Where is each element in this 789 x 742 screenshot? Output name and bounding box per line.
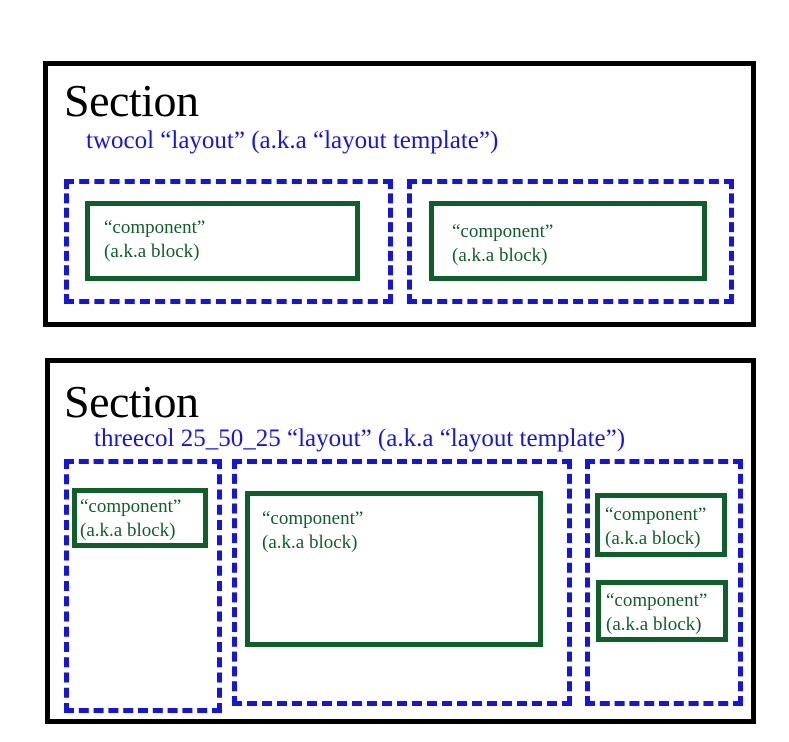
component-label: “component” [606, 590, 708, 611]
section-title: Section [64, 75, 199, 126]
component-label: “component” [605, 504, 707, 525]
layout-region-right: “component” (a.k.a block) “component” (a… [585, 459, 743, 706]
layout-region-center: “component” (a.k.a block) [232, 459, 572, 706]
layout-region-first: “component” (a.k.a block) [64, 179, 393, 304]
component-label: “component” [104, 217, 206, 238]
component-sublabel: (a.k.a block) [262, 532, 358, 553]
section-twocol: Section twocol “layout” (a.k.a “layout t… [43, 61, 756, 327]
section-threecol: Section threecol 25_50_25 “layout” (a.k.… [45, 358, 756, 724]
component-label: “component” [80, 496, 182, 517]
component-sublabel: (a.k.a block) [80, 520, 176, 541]
component-block: “component” (a.k.a block) [429, 201, 707, 281]
component-sublabel: (a.k.a block) [605, 528, 701, 549]
layout-label: twocol “layout” (a.k.a “layout template”… [86, 127, 499, 154]
component-sublabel: (a.k.a block) [452, 245, 548, 266]
component-block: “component” (a.k.a block) [85, 201, 360, 281]
component-label: “component” [262, 508, 364, 529]
component-sublabel: (a.k.a block) [104, 241, 200, 262]
component-block: “component” (a.k.a block) [72, 488, 208, 548]
component-block: “component” (a.k.a block) [596, 580, 728, 642]
component-sublabel: (a.k.a block) [606, 614, 702, 635]
section-title: Section [64, 376, 199, 427]
component-label: “component” [452, 221, 554, 242]
layout-label: threecol 25_50_25 “layout” (a.k.a “layou… [94, 425, 626, 452]
layout-region-left: “component” (a.k.a block) [64, 459, 222, 713]
layout-region-second: “component” (a.k.a block) [407, 179, 734, 304]
component-block: “component” (a.k.a block) [595, 493, 727, 557]
component-block: “component” (a.k.a block) [245, 491, 543, 647]
